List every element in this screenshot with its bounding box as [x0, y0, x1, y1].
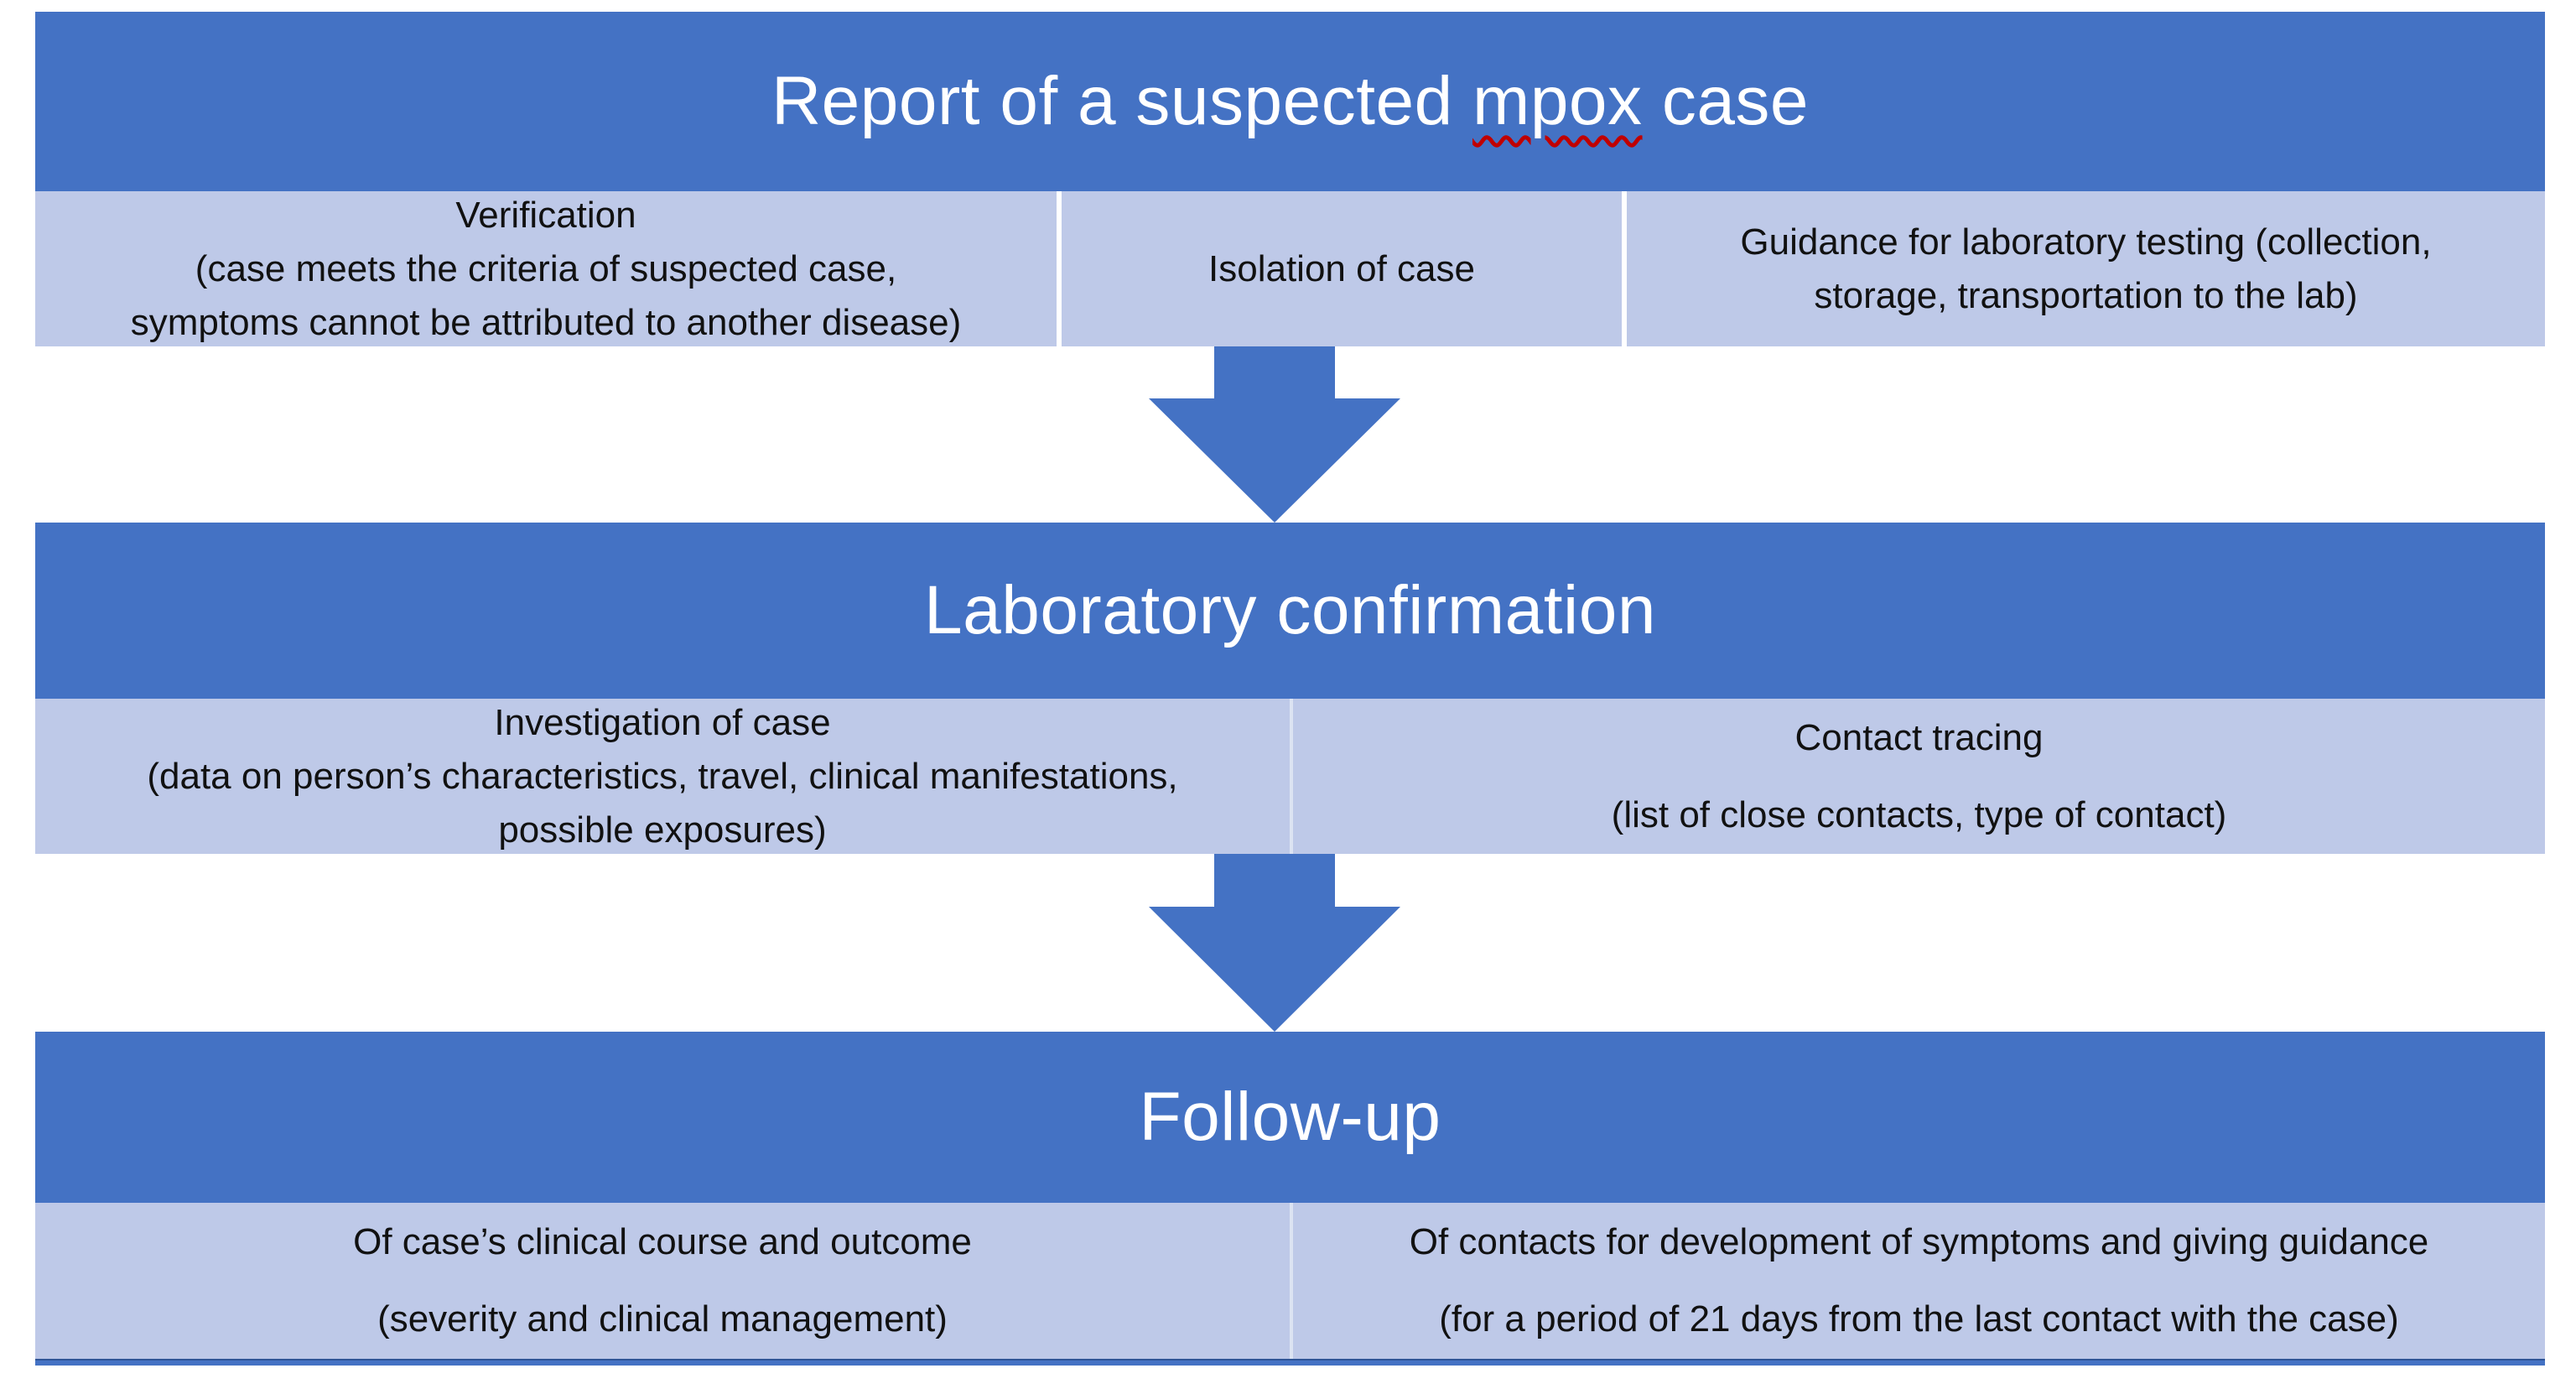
investigation-text: Investigation of case (data on person’s …	[147, 701, 1178, 851]
misspelled-word-mpox: mpox	[1472, 63, 1643, 139]
step1-title-prefix: Report of a suspected	[771, 63, 1473, 139]
contacts-followup-box: Of contacts for development of symptoms …	[1293, 1203, 2545, 1359]
case-followup-box: Of case’s clinical course and outcome (s…	[35, 1203, 1290, 1359]
lab-guidance-box: Guidance for laboratory testing (collect…	[1627, 191, 2545, 346]
box-divider	[1622, 191, 1627, 346]
contact-tracing-box: Contact tracing (list of close contacts,…	[1293, 699, 2545, 854]
case-followup-text: Of case’s clinical course and outcome (s…	[353, 1221, 972, 1340]
bottom-accent-line	[35, 1359, 2545, 1366]
isolation-box: Isolation of case	[1062, 191, 1622, 346]
step3-title: Follow-up	[1139, 1079, 1441, 1155]
step3-box-row: Of case’s clinical course and outcome (s…	[35, 1203, 2545, 1359]
box-divider	[1290, 1203, 1293, 1359]
contacts-followup-text: Of contacts for development of symptoms …	[1409, 1221, 2429, 1340]
verification-text: Verification (case meets the criteria of…	[130, 194, 962, 343]
lab-guidance-text: Guidance for laboratory testing (collect…	[1740, 221, 2432, 316]
step3-header-banner: Follow-up	[35, 1032, 2545, 1203]
verification-box: Verification (case meets the criteria of…	[35, 191, 1057, 346]
step1-title: Report of a suspected mpox case	[771, 67, 1809, 136]
mpox-flowchart: Report of a suspected mpox case Verifica…	[35, 12, 2545, 1366]
arrow-zone-2	[35, 854, 2545, 1032]
step1-header-banner: Report of a suspected mpox case	[35, 12, 2545, 191]
down-arrow-icon	[1149, 346, 1400, 523]
step1-box-row: Verification (case meets the criteria of…	[35, 191, 2545, 346]
box-divider	[1057, 191, 1062, 346]
investigation-box: Investigation of case (data on person’s …	[35, 699, 1290, 854]
box-divider	[1290, 699, 1293, 854]
isolation-text: Isolation of case	[1208, 247, 1475, 289]
step2-box-row: Investigation of case (data on person’s …	[35, 699, 2545, 854]
arrow-zone-1	[35, 346, 2545, 523]
step1-title-suffix: case	[1642, 63, 1810, 139]
contact-tracing-text: Contact tracing (list of close contacts,…	[1611, 716, 2227, 835]
step2-header-banner: Laboratory confirmation	[35, 523, 2545, 699]
step2-title: Laboratory confirmation	[924, 572, 1656, 648]
down-arrow-icon	[1149, 854, 1400, 1032]
